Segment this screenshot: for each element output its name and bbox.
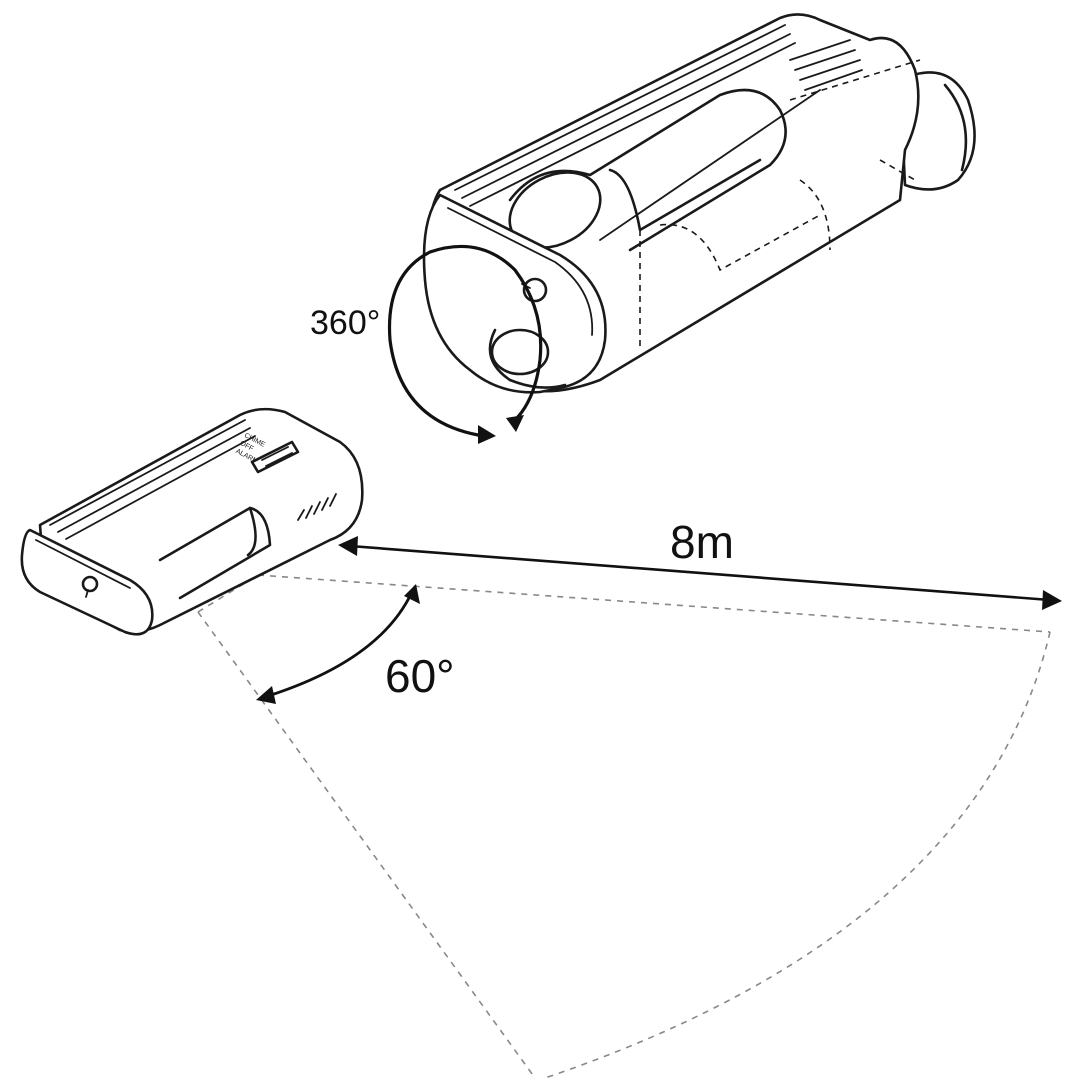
detection-zone	[197, 574, 1051, 1079]
mounted-sensor-unit	[422, 13, 976, 394]
rotation-label: 360°	[310, 304, 380, 342]
wall-sensor-unit: CHIME OFF ALARM	[20, 407, 364, 636]
angle-arc	[256, 584, 420, 704]
range-arrow	[338, 536, 1062, 610]
rotation-arrow	[387, 244, 543, 444]
angle-label: 60°	[385, 650, 455, 702]
range-label: 8m	[670, 516, 734, 568]
mode-switch	[250, 440, 300, 474]
